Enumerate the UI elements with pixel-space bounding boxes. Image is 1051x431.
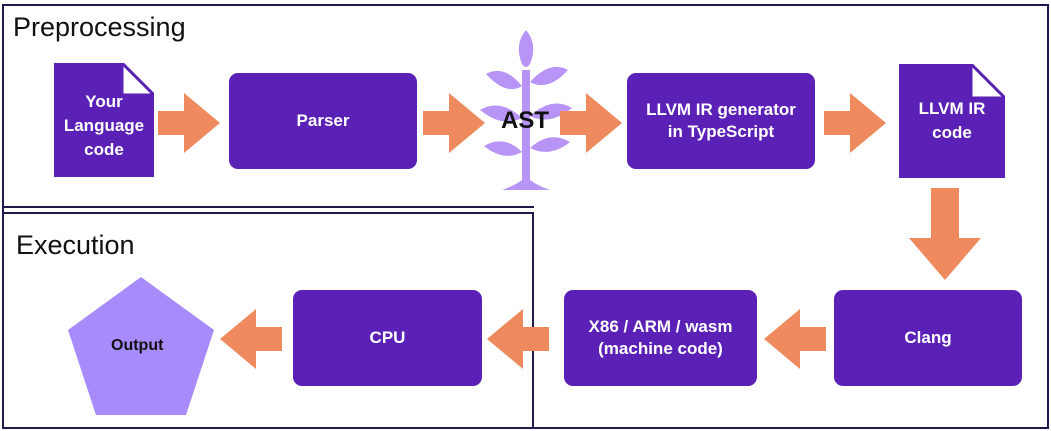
source-code-document-label: Your Language code (63, 92, 145, 159)
arrow-right-icon (158, 93, 220, 153)
arrow-right-icon (560, 93, 622, 153)
machine-code-box: X86 / ARM / wasm (machine code) (564, 290, 757, 386)
cpu-box: CPU (293, 290, 482, 386)
arrow-down-icon (909, 188, 981, 280)
cpu-label: CPU (369, 328, 406, 347)
ir-code-document-label: LLVM IR code (918, 99, 986, 142)
source-code-document-icon (54, 63, 154, 177)
arrow-left-icon (487, 309, 549, 369)
clang-box: Clang (834, 290, 1022, 386)
arrow-right-icon (423, 93, 485, 153)
ir-generator-box: LLVM IR generator in TypeScript (627, 73, 815, 169)
arrow-left-icon (764, 309, 826, 369)
ast-label: AST (501, 107, 549, 134)
output-label: Output (111, 337, 164, 354)
ir-generator-label: LLVM IR generator in TypeScript (646, 100, 796, 141)
section-title-preprocessing: Preprocessing (13, 12, 186, 42)
ir-code-document-icon (899, 64, 1005, 178)
ast-tree-icon (480, 30, 572, 190)
clang-label: Clang (904, 328, 952, 347)
section-title-execution: Execution (16, 230, 135, 260)
arrow-right-icon (824, 93, 886, 153)
parser-box: Parser (229, 73, 417, 169)
output-pentagon-icon (68, 277, 214, 415)
arrow-left-icon (220, 309, 282, 369)
parser-label: Parser (296, 111, 350, 130)
machine-code-label: X86 / ARM / wasm (machine code) (588, 317, 733, 358)
preprocessing-frame-bottom-edge (2, 206, 534, 208)
execution-frame-border (2, 212, 534, 429)
